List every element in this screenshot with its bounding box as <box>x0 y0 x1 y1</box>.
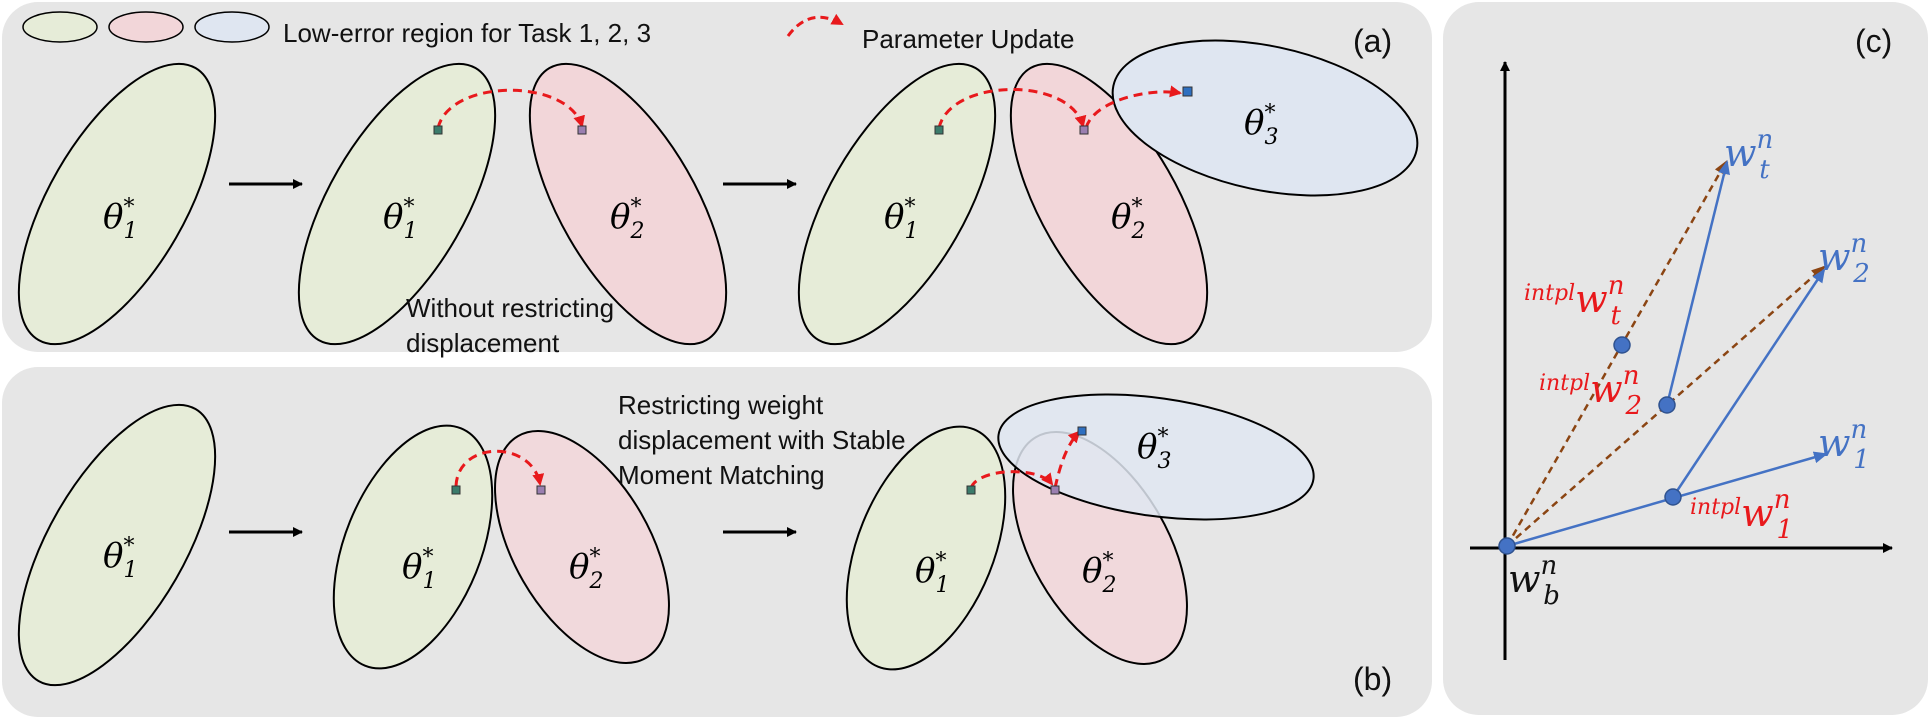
panel-a-diagram: θ*1 θ*1 θ*2 Without restricting displace… <box>17 39 1419 358</box>
theta3-label: θ*3 <box>1137 425 1171 474</box>
task1-region <box>797 62 997 346</box>
parameter-point <box>536 485 546 495</box>
legend: Low-error region for Task 1, 2, 3 Parame… <box>22 11 1074 54</box>
theta1-label: θ*1 <box>884 195 918 244</box>
task1-region <box>17 403 217 687</box>
panel-b-diagram: θ*1 θ*1 θ*2 Restricting weight displacem… <box>17 390 1315 687</box>
parameter-point <box>1182 86 1193 97</box>
parameter-point <box>433 125 443 135</box>
theta1-label: θ*1 <box>402 545 436 594</box>
point-wb <box>1498 537 1516 555</box>
panel-a-label: (a) <box>1353 23 1392 59</box>
parameter-update-arrow <box>1053 430 1081 489</box>
legend-task1-swatch <box>22 11 98 43</box>
parameter-update-arrow <box>937 88 1087 129</box>
vector-intpl2-to-wt <box>1665 160 1730 406</box>
task3-region <box>1111 39 1419 197</box>
svg-text:θ*1: θ*1 <box>884 195 918 244</box>
dashed-vector-to-w2 <box>1506 265 1826 547</box>
legend-task2-swatch <box>108 11 184 43</box>
theta1-label: θ*1 <box>383 195 417 244</box>
parameter-point <box>934 125 944 135</box>
point-intpl-w2 <box>1658 396 1676 414</box>
svg-text:θ*2: θ*2 <box>1082 549 1116 598</box>
point-intpl-w1 <box>1664 488 1682 506</box>
point-intpl-wt <box>1613 336 1631 354</box>
parameter-update-arrow <box>436 88 585 129</box>
svg-text:θ*1: θ*1 <box>103 195 137 244</box>
annotation-without-restricting: Without restricting displacement <box>406 293 621 358</box>
parameter-point <box>1077 426 1087 436</box>
legend-update-text: Parameter Update <box>862 24 1074 54</box>
parameter-point <box>1050 485 1060 495</box>
legend-region-text: Low-error region for Task 1, 2, 3 <box>283 18 651 48</box>
theta1-label: θ*1 <box>103 534 137 583</box>
task3-region <box>997 393 1315 521</box>
task1-region <box>17 62 217 346</box>
task1-region <box>297 62 497 346</box>
vector-intpl1-to-w2 <box>1671 268 1826 498</box>
svg-text:θ*1: θ*1 <box>915 549 949 598</box>
svg-text:θ*2: θ*2 <box>569 545 603 594</box>
parameter-point <box>451 485 461 495</box>
panel-c-background <box>1443 2 1928 715</box>
theta2-label: θ*2 <box>1111 195 1145 244</box>
svg-text:θ*1: θ*1 <box>383 195 417 244</box>
svg-text:θ*3: θ*3 <box>1244 101 1278 150</box>
theta1-label: θ*1 <box>103 195 137 244</box>
svg-text:θ*2: θ*2 <box>610 195 644 244</box>
theta2-label: θ*2 <box>1082 549 1116 598</box>
svg-text:θ*2: θ*2 <box>1111 195 1145 244</box>
legend-update-arrow-icon <box>786 13 844 37</box>
parameter-point <box>966 485 976 495</box>
panel-c-label: (c) <box>1855 23 1892 59</box>
dashed-vector-to-wt <box>1505 160 1728 547</box>
theta3-label: θ*3 <box>1244 101 1278 150</box>
legend-task3-swatch <box>194 11 270 43</box>
theta2-label: θ*2 <box>569 545 603 594</box>
task2-region <box>1009 62 1209 346</box>
panel-b-label: (b) <box>1353 661 1392 697</box>
svg-text:θ*3: θ*3 <box>1137 425 1171 474</box>
theta2-label: θ*2 <box>610 195 644 244</box>
svg-text:θ*1: θ*1 <box>103 534 137 583</box>
parameter-update-arrow <box>969 470 1054 489</box>
annotation-restricting-weight: Restricting weight displacement with Sta… <box>618 390 913 490</box>
parameter-point <box>577 125 587 135</box>
parameter-point <box>1079 125 1089 135</box>
svg-text:θ*1: θ*1 <box>402 545 436 594</box>
theta1-label: θ*1 <box>915 549 949 598</box>
task1-region <box>845 425 1007 671</box>
parameter-update-arrow <box>1084 85 1182 129</box>
